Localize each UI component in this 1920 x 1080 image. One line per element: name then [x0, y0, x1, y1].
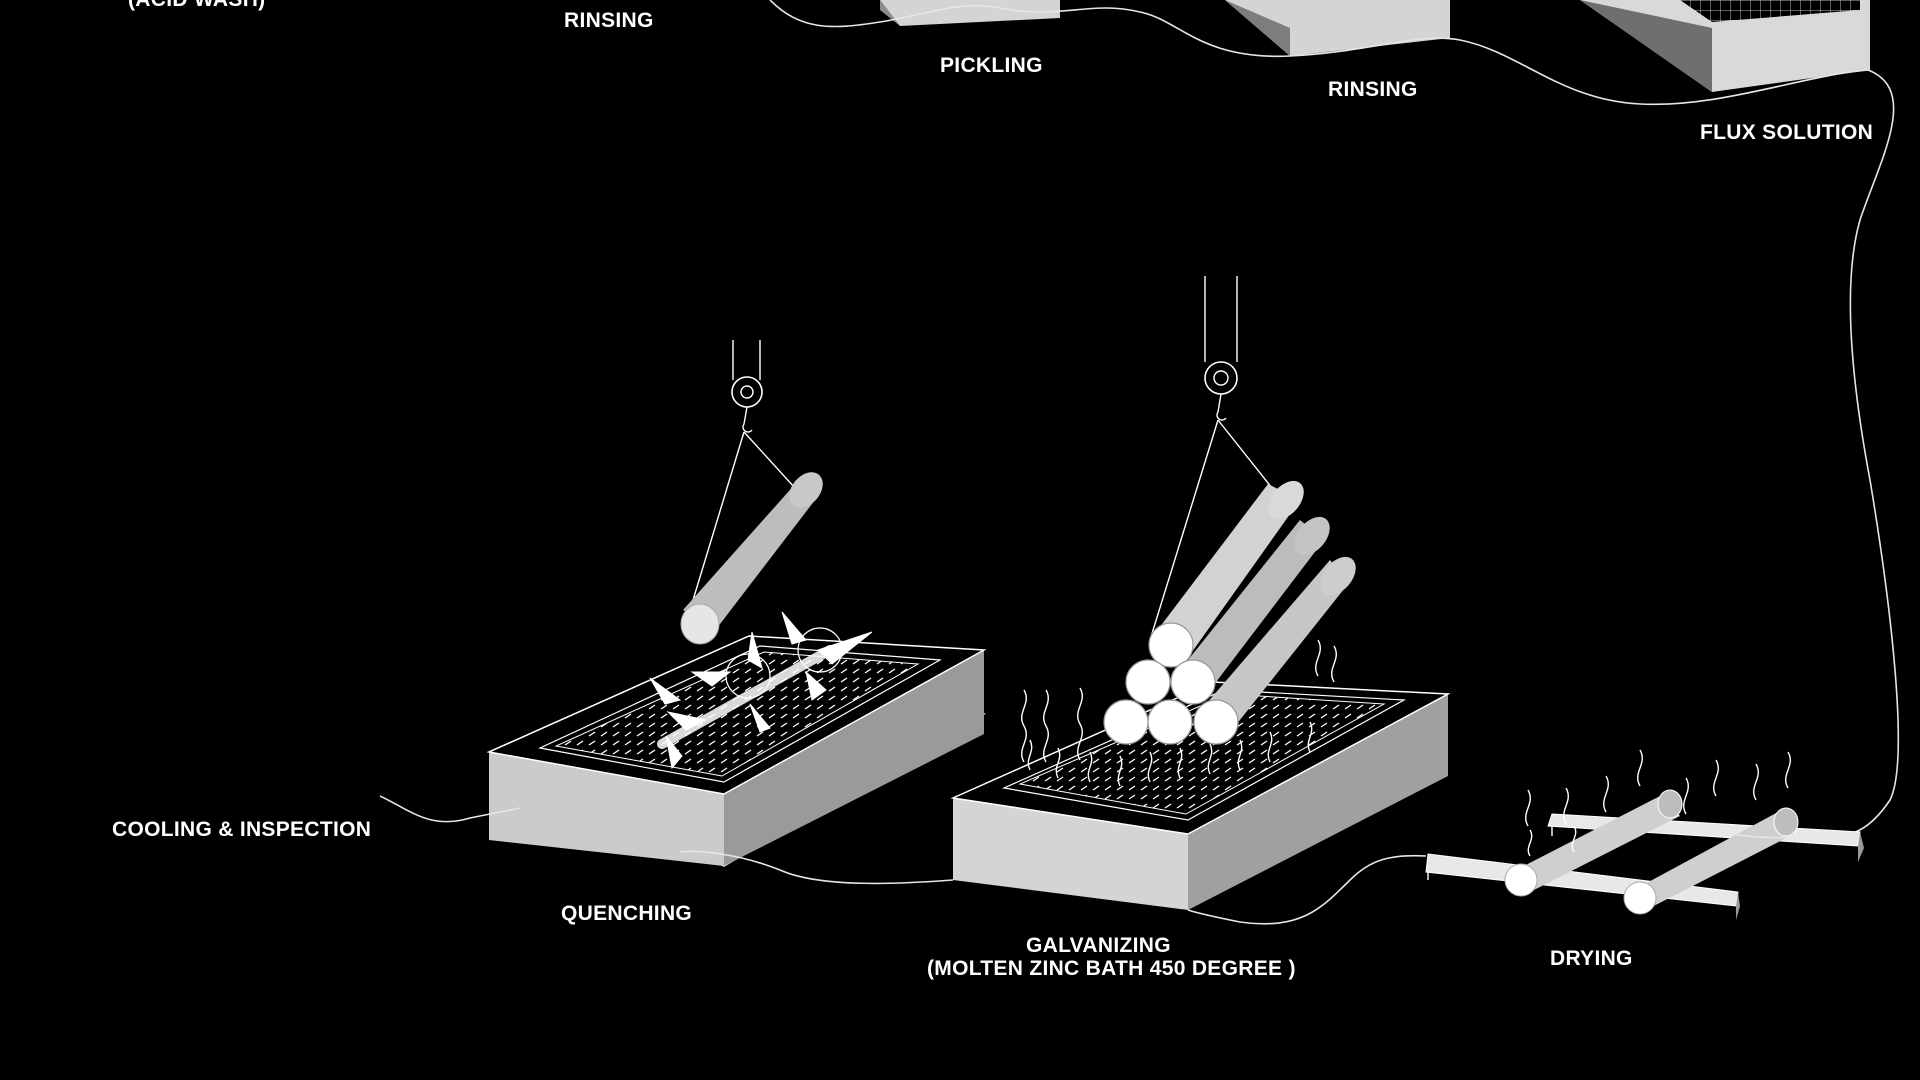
crane-hook-icon-galvanizing: [1149, 276, 1273, 641]
tank-quenching: [486, 635, 987, 867]
label-rinsing-2: RINSING: [1328, 78, 1418, 101]
label-galvanizing-note: (MOLTEN ZINC BATH 450 DEGREE ): [927, 957, 1296, 980]
label-galvanizing: GALVANIZING: [1026, 934, 1171, 957]
label-rinsing-1: RINSING: [564, 9, 654, 32]
pipe-quenching: [680, 472, 823, 645]
label-drying: DRYING: [1550, 947, 1633, 970]
process-flow-line-top: [769, 0, 1900, 837]
drying-rack-icon: [1425, 789, 1864, 920]
steam-icon-galvanizing: [1021, 639, 1337, 787]
label-cooling-inspection: COOLING & INSPECTION: [112, 818, 371, 841]
tank-pickling: [880, 0, 1060, 26]
tank-flux-solution: [1580, 0, 1870, 92]
label-acid-wash: (ACID WASH): [128, 0, 265, 11]
splash-icon: [649, 611, 873, 770]
tank-rinsing-2: [1225, 0, 1450, 56]
steam-icon-drying: [1525, 749, 1791, 857]
process-flow-line-bottom: [679, 831, 1831, 925]
crane-hook-icon-quenching: [689, 340, 796, 611]
tank-galvanizing: [950, 681, 1451, 910]
label-quenching: QUENCHING: [561, 902, 692, 925]
label-pickling: PICKLING: [940, 54, 1043, 77]
pipe-bundle-icon: [1103, 480, 1356, 745]
label-flux-solution: FLUX SOLUTION: [1700, 121, 1873, 144]
process-flow-line-cooling: [379, 795, 521, 823]
